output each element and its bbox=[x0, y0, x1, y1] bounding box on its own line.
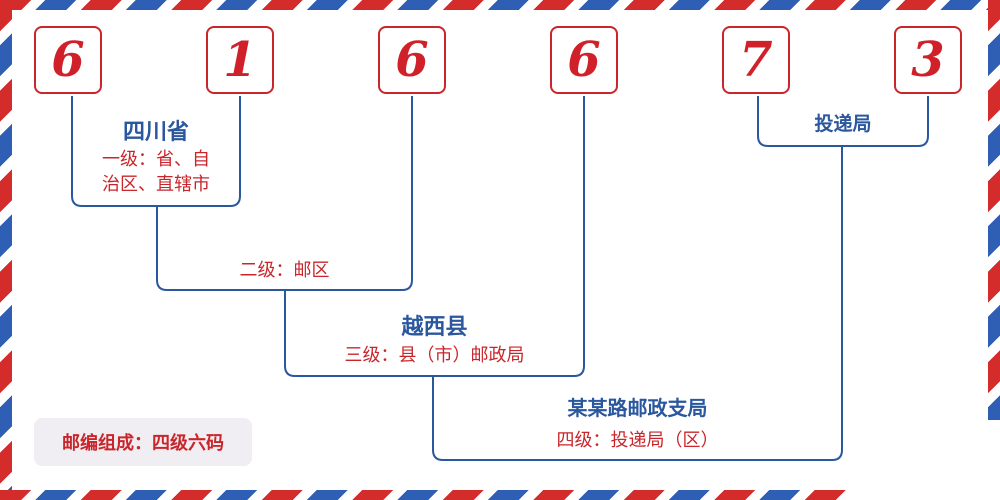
level4-desc: 四级：投递局（区） bbox=[556, 430, 719, 451]
level3-desc: 三级：县（市）邮政局 bbox=[344, 345, 525, 366]
level1-desc-line1: 一级：省、自 bbox=[102, 149, 210, 170]
bracket-delivery bbox=[757, 96, 929, 147]
delivery-office: 投递局 bbox=[814, 113, 872, 135]
branch-name: 某某路邮政支局 bbox=[567, 396, 708, 420]
digit-5: 7 bbox=[722, 26, 790, 94]
digit-3: 6 bbox=[378, 26, 446, 94]
postcode-composition-note: 邮编组成：四级六码 bbox=[34, 418, 252, 466]
province-name: 四川省 bbox=[122, 119, 189, 145]
level2-desc: 二级：邮区 bbox=[239, 260, 330, 281]
airmail-border-left bbox=[0, 0, 12, 500]
digit-1: 6 bbox=[34, 26, 102, 94]
digit-6: 3 bbox=[894, 26, 962, 94]
digit-4: 6 bbox=[550, 26, 618, 94]
airmail-border-top bbox=[0, 0, 1000, 10]
county-name: 越西县 bbox=[401, 314, 468, 340]
bracket-level3 bbox=[284, 96, 585, 377]
airmail-border-right bbox=[988, 0, 1000, 500]
corner-blank bbox=[848, 420, 1000, 500]
bracket-level4 bbox=[432, 146, 843, 461]
airmail-border-bottom bbox=[0, 490, 1000, 500]
level1-desc-line2: 治区、直辖市 bbox=[102, 174, 210, 195]
digit-2: 1 bbox=[206, 26, 274, 94]
